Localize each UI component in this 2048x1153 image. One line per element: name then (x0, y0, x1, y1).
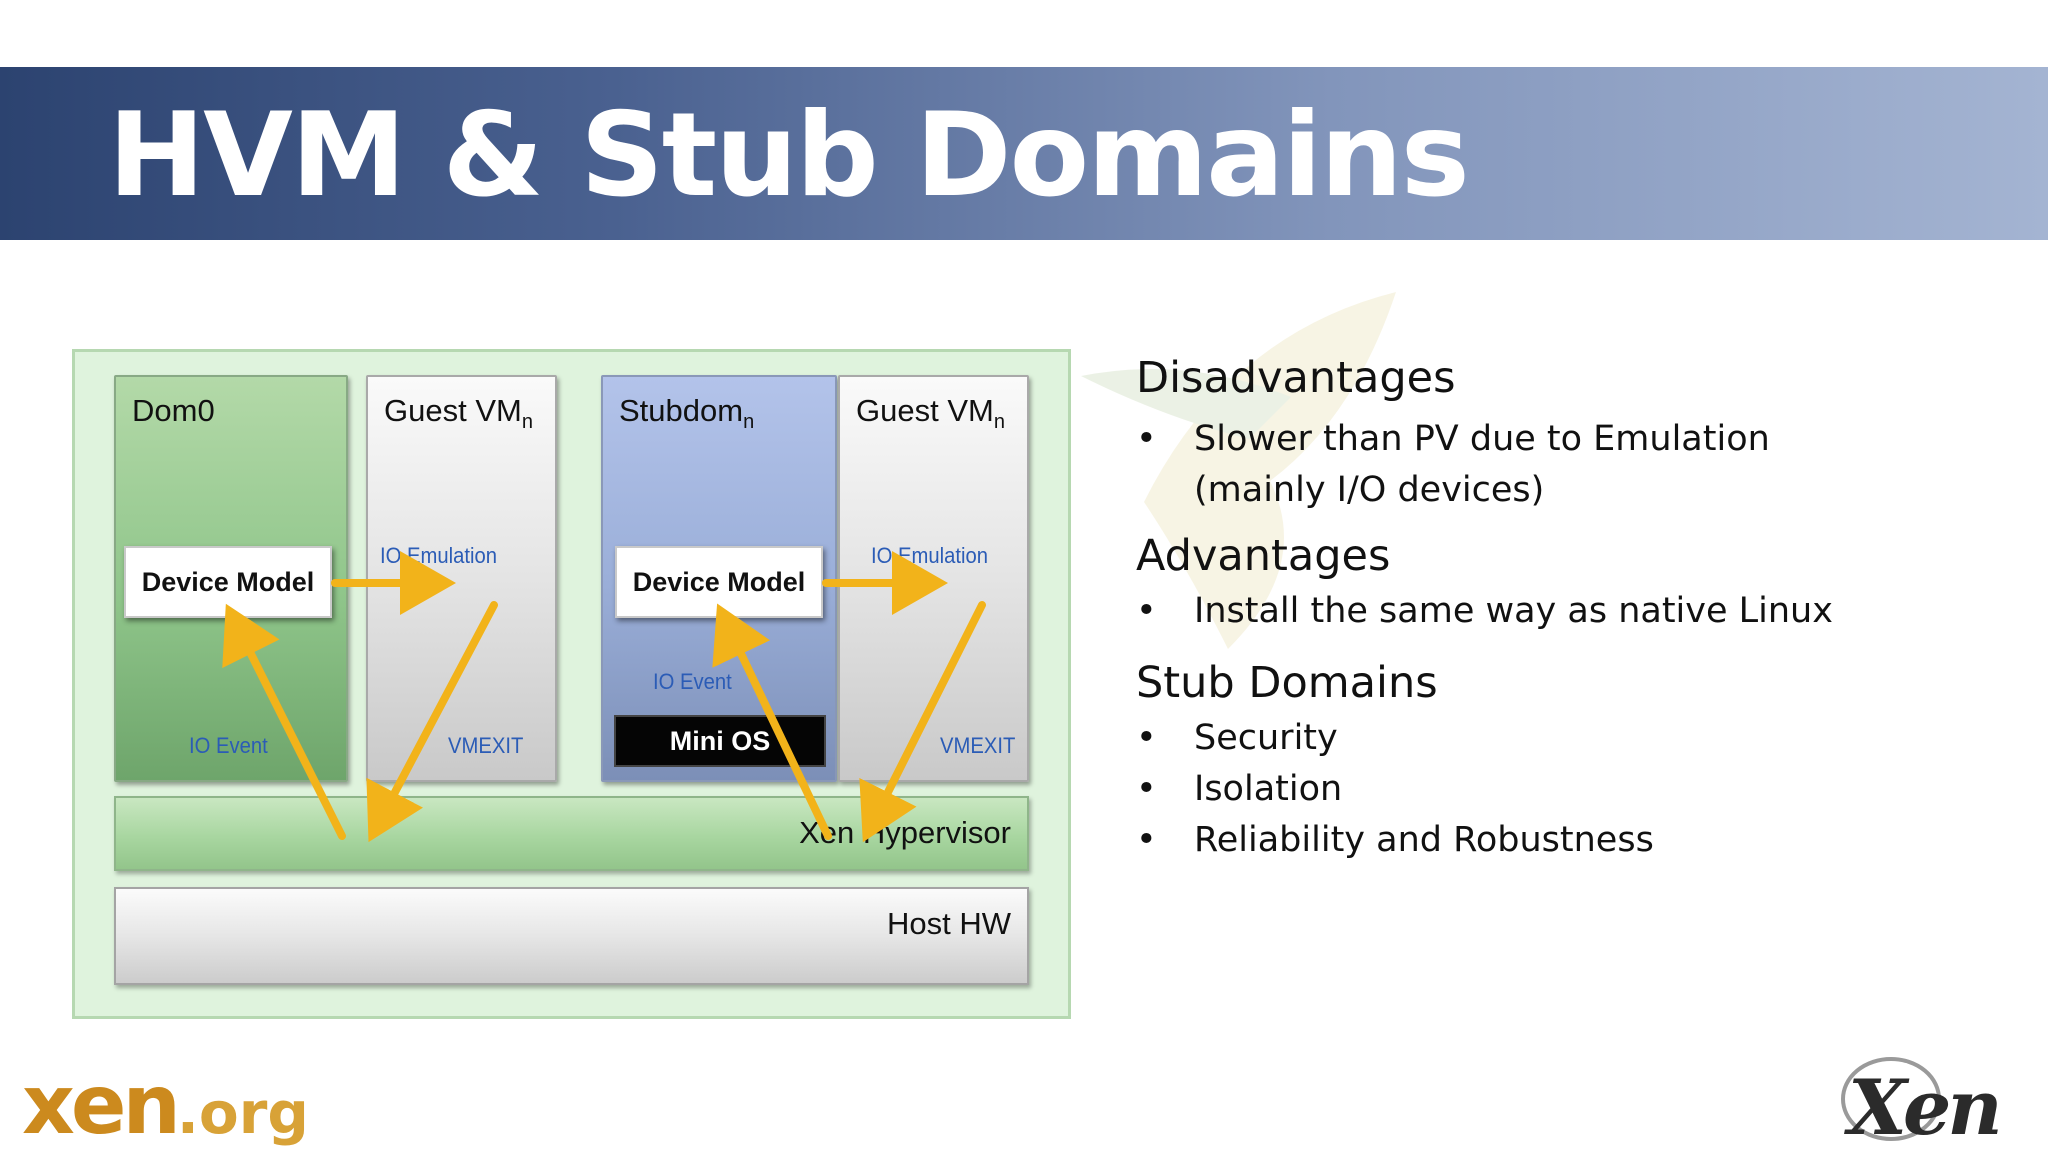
slide-title: HVM & Stub Domains (108, 88, 1470, 223)
guest-vm-column-1: Guest VMn (366, 375, 557, 782)
stub-domains-list: Security Isolation Reliability and Robus… (1136, 713, 2016, 866)
list-item: Install the same way as native Linux (1136, 586, 2016, 637)
guest-vm-column-2: Guest VMn (838, 375, 1029, 782)
advantages-list: Install the same way as native Linux (1136, 586, 2016, 637)
stubdom-label: Stubdomn (619, 393, 755, 433)
disadvantages-list: Slower than PV due to Emulation(mainly I… (1136, 414, 2016, 516)
content-panel: Disadvantages Slower than PV due to Emul… (1136, 352, 2016, 866)
io-event-label-2: IO Event (653, 669, 732, 694)
advantages-title: Advantages (1136, 531, 1391, 581)
device-model-stubdom: Device Model (615, 546, 823, 618)
xen-brand-logo: Xen (1848, 1063, 2003, 1152)
list-item: Isolation (1136, 764, 2016, 815)
guest-vm-label-2: Guest VMn (856, 393, 1005, 433)
io-emulation-label-1: IO Emulation (380, 543, 497, 568)
vmexit-label-2: VMEXIT (940, 733, 1016, 758)
device-model-dom0: Device Model (124, 546, 332, 618)
xen-org-logo: xen.org (22, 1058, 309, 1153)
mini-os-box: Mini OS (614, 715, 826, 767)
list-item: Security (1136, 713, 2016, 764)
list-item: Reliability and Robustness (1136, 815, 2016, 866)
host-hw-label: Host HW (887, 906, 1011, 941)
io-emulation-label-2: IO Emulation (871, 543, 988, 568)
title-band (0, 67, 2048, 240)
xen-hypervisor-bar: Xen Hypervisor (114, 796, 1029, 871)
host-hw-bar: Host HW (114, 887, 1029, 985)
dom0-label: Dom0 (132, 393, 215, 428)
top-strip (0, 0, 2048, 67)
xen-swirl-logo-icon (1841, 1057, 1941, 1141)
io-event-label-1: IO Event (189, 733, 268, 758)
stub-domains-title: Stub Domains (1136, 658, 1438, 708)
vmexit-label-1: VMEXIT (448, 733, 524, 758)
xen-hypervisor-label: Xen Hypervisor (799, 815, 1011, 850)
list-item: Slower than PV due to Emulation(mainly I… (1136, 414, 2016, 516)
guest-vm-label-1: Guest VMn (384, 393, 533, 433)
disadvantages-title: Disadvantages (1136, 353, 1456, 403)
